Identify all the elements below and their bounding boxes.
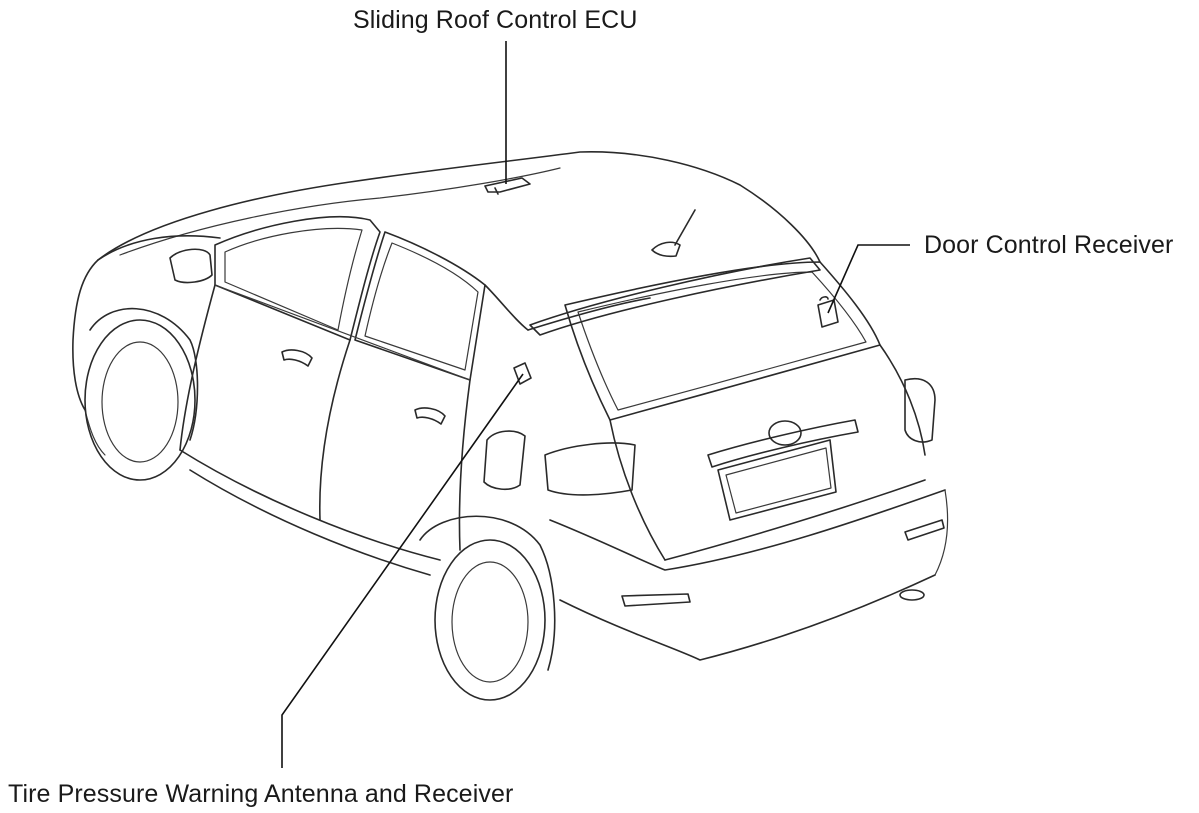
tire-pressure-receiver-component — [513, 362, 532, 385]
leader-door-control — [827, 244, 910, 314]
leader-tire-pressure — [281, 373, 524, 768]
door-control-receiver-label: Door Control Receiver — [924, 231, 1174, 259]
leader-lines — [281, 41, 910, 768]
tire-pressure-label: Tire Pressure Warning Antenna and Receiv… — [8, 780, 514, 808]
sliding-roof-ecu-component — [484, 177, 531, 195]
door-control-receiver-component — [817, 296, 839, 328]
car-body — [72, 151, 949, 701]
sliding-roof-ecu-label: Sliding Roof Control ECU — [353, 6, 638, 34]
